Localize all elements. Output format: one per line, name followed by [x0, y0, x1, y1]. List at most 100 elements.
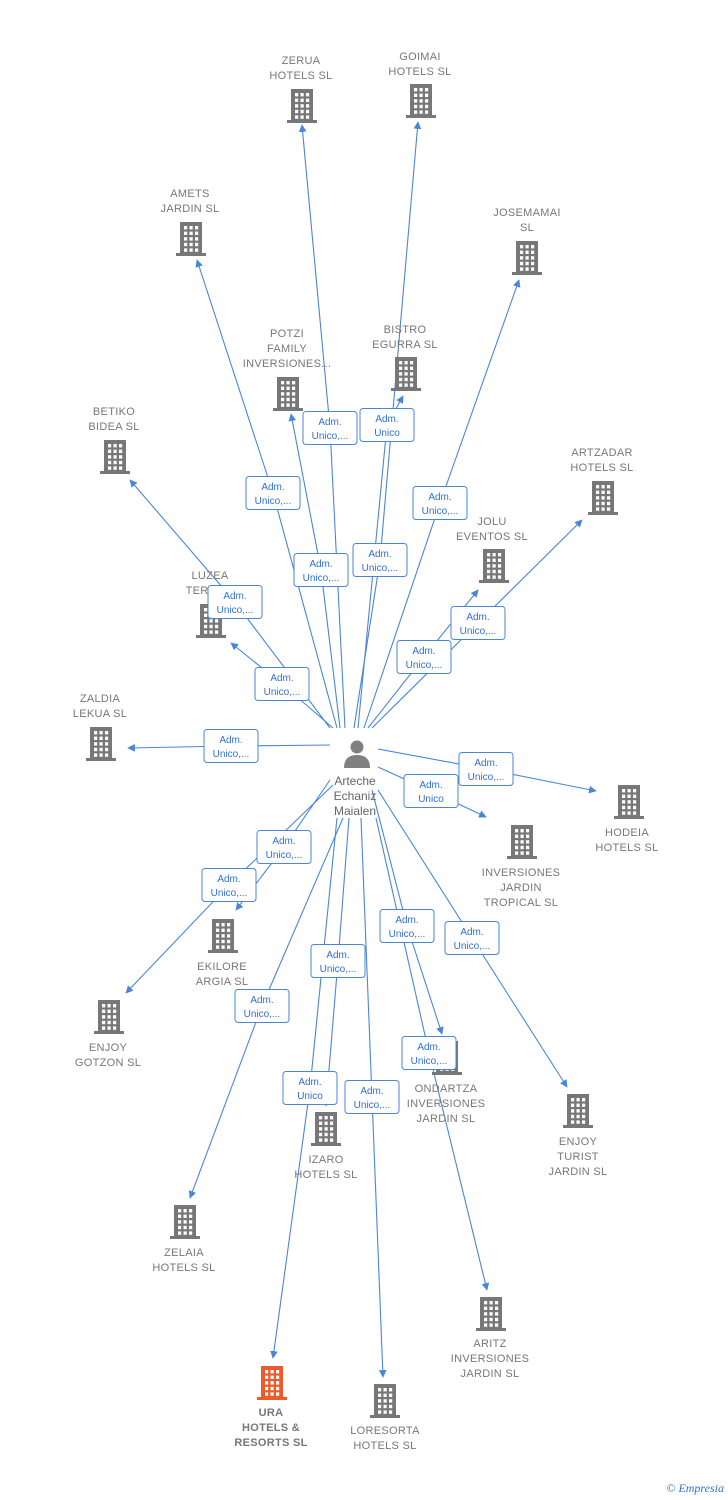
relation-box — [245, 476, 301, 510]
person-name-line: Arteche — [334, 774, 376, 788]
company-label-line: FAMILY — [267, 343, 307, 355]
company-label-line: JARDIN SL — [549, 1166, 608, 1178]
building-icon — [311, 1112, 341, 1146]
relation-box — [282, 1071, 338, 1105]
relation-box — [379, 909, 435, 943]
relation-text: Adm. — [419, 780, 442, 791]
relation-text: Unico,... — [266, 850, 303, 861]
relation-label-ekilore[interactable]: Adm.Unico,... — [256, 830, 312, 864]
relation-text: Unico,... — [320, 964, 357, 975]
building-icon — [208, 919, 238, 953]
company-label-line: JARDIN — [500, 882, 542, 894]
relation-box — [352, 543, 408, 577]
relation-label-luzea[interactable]: Adm.Unico,... — [254, 667, 310, 701]
company-label-line: GOIMAI — [399, 51, 441, 63]
relation-label-aritz[interactable]: Adm.Unico,... — [401, 1036, 457, 1070]
company-label-line: LORESORTA — [350, 1425, 420, 1437]
company-label-line: HOTELS SL — [269, 70, 332, 82]
relation-text: Adm. — [474, 758, 497, 769]
relation-label-hodeia[interactable]: Adm. Unico,... — [458, 752, 514, 786]
company-label-line: EKILORE — [197, 961, 247, 973]
relation-label-artzadar[interactable]: Adm.Unico,... — [450, 606, 506, 640]
building-icon — [176, 222, 206, 256]
relation-label-potzi[interactable]: Adm.Unico,... — [293, 553, 349, 587]
relation-label-amets[interactable]: Adm.Unico,... — [245, 476, 301, 510]
company-node-enjoy_turist[interactable]: ENJOY TURIST JARDIN SL — [549, 1094, 608, 1178]
relation-label-bistro[interactable]: Adm.Unico — [359, 408, 415, 442]
relation-label-ondartza[interactable]: Adm.Unico,... — [379, 909, 435, 943]
relation-text: Unico,... — [211, 888, 248, 899]
relation-label-enjoy_turist[interactable]: Adm. Unico,... — [444, 921, 500, 955]
relation-text: Adm. — [368, 549, 391, 560]
relation-text: Adm. — [318, 417, 341, 428]
building-icon — [100, 440, 130, 474]
relation-label-inv_jardin_tropical[interactable]: Adm.Unico — [403, 774, 459, 808]
relation-box — [401, 1036, 457, 1070]
company-label-line: HOTELS SL — [294, 1169, 357, 1181]
relation-label-ura[interactable]: Adm.Unico — [282, 1071, 338, 1105]
relation-text: Unico,... — [217, 605, 254, 616]
company-label-line: BISTRO — [384, 324, 427, 336]
copyright-symbol: © — [666, 1481, 676, 1495]
relation-text: Unico,... — [460, 626, 497, 637]
company-label-line: POTZI — [270, 328, 304, 340]
company-node-potzi[interactable]: POTZI FAMILY INVERSIONES... — [243, 328, 332, 411]
relation-label-zelaia[interactable]: Adm.Unico,... — [234, 989, 290, 1023]
relation-box — [458, 752, 514, 786]
company-label-line: ENJOY — [559, 1136, 598, 1148]
relation-text: Unico — [374, 428, 400, 439]
relation-label-goimai[interactable]: Adm.Unico,... — [352, 543, 408, 577]
company-label-line: INVERSIONES — [482, 867, 561, 879]
relation-label-jolu[interactable]: Adm.Unico,... — [396, 640, 452, 674]
person-name-line: Echaniz — [334, 789, 377, 803]
relation-text: Unico,... — [454, 941, 491, 952]
relation-box — [234, 989, 290, 1023]
relation-label-loresorta[interactable]: Adm.Unico,... — [344, 1080, 400, 1114]
relations-layer: Adm. Unico,... Adm. Unico,... Adm. Unico,... A… — [201, 408, 514, 1114]
relation-text: Unico,... — [244, 1009, 281, 1020]
relation-text: Adm. — [217, 874, 240, 885]
relation-label-zerua[interactable]: Adm.Unico,... — [302, 411, 358, 445]
relation-text: Adm. — [261, 482, 284, 493]
brand-name: Empresia — [678, 1481, 724, 1495]
relation-label-betiko[interactable]: Adm.Unico,... — [207, 585, 263, 619]
building-icon — [273, 377, 303, 411]
relation-label-josemamai[interactable]: Adm.Unico,... — [412, 486, 468, 520]
relation-box — [403, 774, 459, 808]
relation-label-enjoy_gotzon[interactable]: Adm. Unico,... — [201, 868, 257, 902]
relation-box — [201, 868, 257, 902]
company-label-line: ZALDIA — [80, 693, 121, 705]
relation-box — [293, 553, 349, 587]
relation-text: Adm. — [460, 927, 483, 938]
relation-text: Adm. — [326, 950, 349, 961]
relation-label-zaldia[interactable]: Adm.Unico,... — [203, 729, 259, 763]
relation-text: Unico,... — [468, 772, 505, 783]
company-label-line: GOTZON SL — [75, 1057, 141, 1069]
company-label-line: INVERSIONES... — [243, 358, 332, 370]
relation-label-izaro[interactable]: Adm. Unico,... — [310, 944, 366, 978]
relation-box — [310, 944, 366, 978]
building-icon — [479, 549, 509, 583]
company-label-line: TURIST — [557, 1151, 599, 1163]
building-icon — [391, 357, 421, 391]
